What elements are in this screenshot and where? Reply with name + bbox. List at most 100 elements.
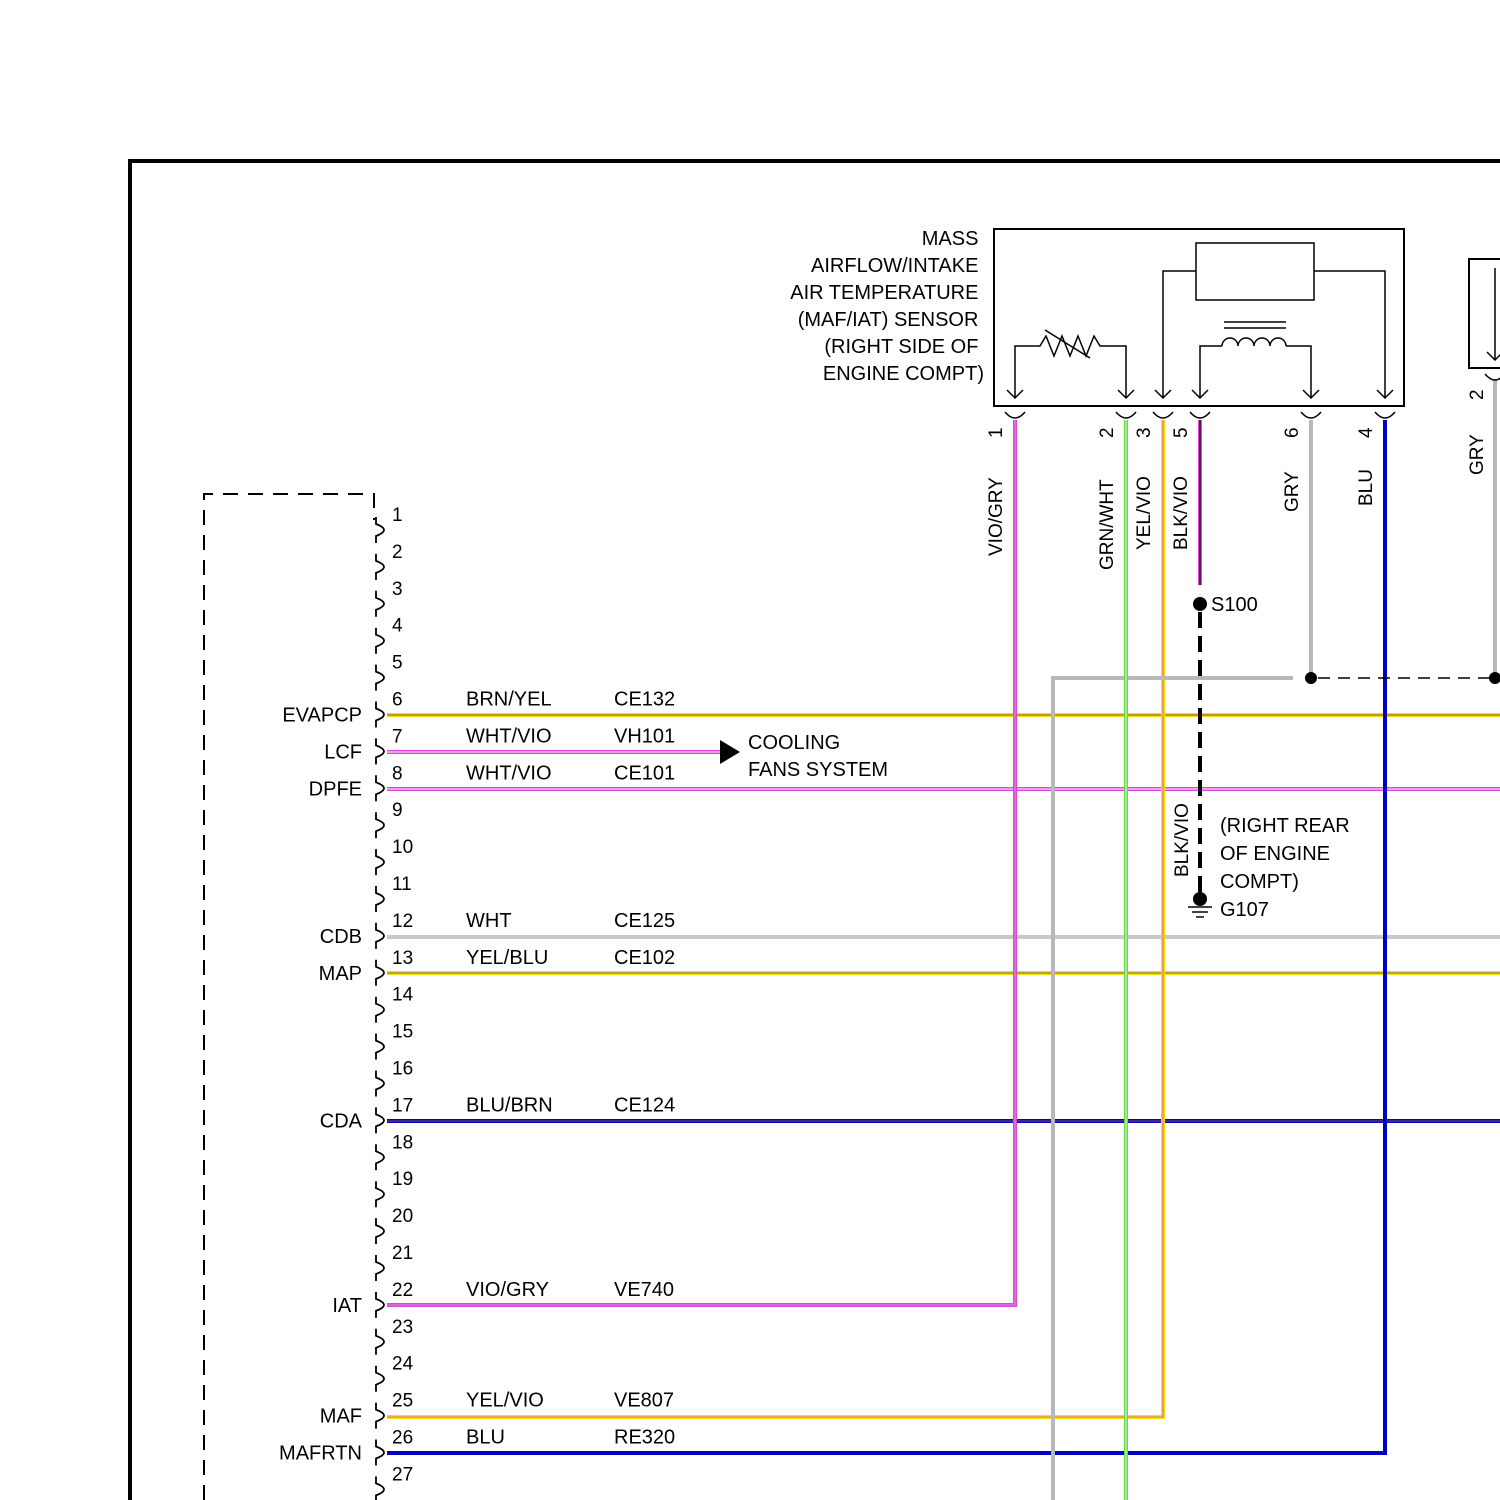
pcm-pin-connector [376, 702, 384, 728]
ground-location: (RIGHT REAR OF ENGINE COMPT) [1220, 815, 1355, 893]
pcm-pin-number: 21 [392, 1243, 413, 1264]
pcm-signal-name: DPFE [309, 778, 362, 800]
pcm-wire-color: VIO/GRY [466, 1279, 549, 1301]
ground-wire-color: BLK/VIO [1172, 803, 1193, 877]
sensor-pin-number: 6 [1282, 427, 1303, 438]
ground-location-line-2: OF ENGINE [1220, 843, 1330, 865]
pcm-pin-connector [376, 1476, 384, 1500]
pcm-pin-connector [376, 738, 384, 764]
pcm-signal-name: MAFRTN [279, 1443, 362, 1465]
pcm-signal-name: MAF [320, 1406, 362, 1428]
pcm-circuit-number: VE740 [614, 1279, 674, 1301]
pcm-pin-connector [376, 1366, 384, 1392]
sensor-wire-color: BLU [1356, 469, 1377, 506]
pcm-wire-color: BLU [466, 1427, 505, 1449]
splice-dot [1193, 597, 1207, 611]
pcm-pin-connector [376, 1255, 384, 1281]
pcm-pin-number: 15 [392, 1022, 413, 1043]
pcm-pin-connector [376, 1440, 384, 1466]
splice-label: S100 [1211, 594, 1258, 616]
sensor-pin-sockets [1005, 412, 1395, 418]
sensor-pin-number: 4 [1356, 427, 1377, 438]
pcm-pin-connector [376, 812, 384, 838]
pcm-pin-number: 25 [392, 1391, 413, 1412]
pcm-pin-number: 3 [392, 579, 403, 600]
pcm-pin-number: 13 [392, 948, 413, 969]
pcm-connector-strip [376, 517, 384, 1500]
sensor-wire-color: BLK/VIO [1171, 476, 1192, 550]
pcm-wire-color: BRN/YEL [466, 689, 552, 711]
pcm-pin-number: 4 [392, 616, 403, 637]
pcm-pin-number: 11 [392, 874, 412, 895]
pcm-pin-number: 18 [392, 1132, 413, 1153]
pcm-pin-connector [376, 1071, 384, 1097]
pcm-pin-connector [376, 628, 384, 654]
sensor-pin-number: 5 [1171, 427, 1192, 438]
pcm-pin-connector [376, 960, 384, 986]
pcm-pin-number: 16 [392, 1059, 413, 1080]
pcm-circuit-number: VH101 [614, 725, 675, 747]
pcm-wire-color: YEL/BLU [466, 947, 548, 969]
pcm-pin-connector [376, 1181, 384, 1207]
pcm-pin-connector [376, 997, 384, 1023]
pcm-wire-color: BLU/BRN [466, 1094, 553, 1116]
cooling-line-2: FANS SYSTEM [748, 759, 888, 781]
pcm-pin-number: 17 [392, 1095, 413, 1116]
pcm-circuit-number: CE102 [614, 947, 675, 969]
right-component-socket [1485, 374, 1500, 380]
pcm-pin-connector [376, 517, 384, 543]
pcm-pin-connector [376, 1144, 384, 1170]
sensor-name-line-4: (MAF/IAT) SENSOR [798, 309, 979, 331]
pcm-pin-number: 22 [392, 1280, 413, 1301]
pcm-circuit-number: CE101 [614, 762, 675, 784]
sensor-name: MASS AIRFLOW/INTAKE AIR TEMPERATURE (MAF… [790, 228, 984, 385]
pcm-pin-number: 7 [392, 726, 403, 747]
pcm-pin-connector [376, 665, 384, 691]
pcm-pin-number: 12 [392, 911, 413, 932]
ground-label: G107 [1220, 899, 1269, 921]
pcm-pin-connector [376, 1218, 384, 1244]
pcm-circuit-number: CE125 [614, 910, 675, 932]
pcm-wire-color: YEL/VIO [466, 1390, 544, 1412]
pcm-pin-number: 6 [392, 690, 403, 711]
shield-junction-dot [1305, 672, 1317, 684]
wire-iat-stripe [387, 420, 1015, 1305]
pcm-wire-color: WHT/VIO [466, 725, 552, 747]
pcm-signal-name: CDB [320, 926, 362, 948]
pcm-pin-connector [376, 554, 384, 580]
pcm-pin-connector [376, 1107, 384, 1133]
sensor-pin-number: 1 [986, 427, 1007, 438]
pcm-pin-connector [376, 849, 384, 875]
shield-junction-dot-right [1489, 672, 1500, 684]
sensor-name-line-5: (RIGHT SIDE OF [824, 336, 978, 358]
sensor-name-line-6: ENGINE COMPT) [823, 363, 984, 385]
pcm-signal-name: CDA [320, 1110, 363, 1132]
pcm-circuit-number: VE807 [614, 1390, 674, 1412]
ground-location-line-3: COMPT) [1220, 871, 1299, 893]
pcm-circuit-number: RE320 [614, 1427, 675, 1449]
sensor-name-line-1: MASS [922, 228, 979, 250]
sensor-pin-number: 2 [1097, 427, 1118, 438]
pcm-circuit-number: CE132 [614, 689, 675, 711]
sensor-wire-color: GRN/WHT [1097, 479, 1118, 570]
pcm-pin-connector [376, 1292, 384, 1318]
pcm-pin-number: 9 [392, 800, 403, 821]
pcm-pin-numbers: 1234567891011121314151617181920212223242… [392, 505, 414, 1485]
pcm-pin-number: 5 [392, 653, 403, 674]
pcm-pin-connector [376, 1329, 384, 1355]
sensor-name-line-2: AIRFLOW/INTAKE [811, 255, 978, 277]
pcm-pin-number: 26 [392, 1428, 413, 1449]
pcm-pin-number: 19 [392, 1169, 413, 1190]
ground-location-line-1: (RIGHT REAR [1220, 815, 1350, 837]
pcm-wire-color: WHT [466, 910, 512, 932]
pcm-pin-number: 14 [392, 985, 414, 1006]
right-component-pin-number: 2 [1467, 389, 1488, 400]
sensor-wire-color: YEL/VIO [1134, 476, 1155, 550]
pcm-pin-number: 1 [392, 505, 403, 526]
sensor-name-line-3: AIR TEMPERATURE [790, 282, 978, 304]
cooling-fans-label: COOLING FANS SYSTEM [748, 732, 888, 781]
pcm-wire-color: WHT/VIO [466, 762, 552, 784]
ground-icon [1188, 892, 1212, 917]
pcm-signal-name: IAT [332, 1295, 362, 1317]
